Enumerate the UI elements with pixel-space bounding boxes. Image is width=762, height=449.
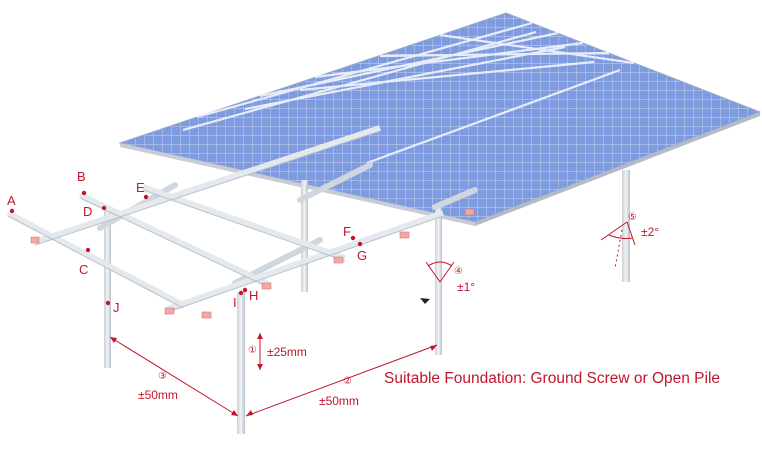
label-g: G	[357, 248, 368, 263]
label-d: D	[83, 204, 93, 219]
tolerance-value-4: ±1°	[457, 280, 476, 294]
label-dots	[9, 190, 363, 306]
label-a: A	[7, 193, 16, 208]
tolerance-value-5: ±2°	[641, 225, 660, 239]
tolerance-marker-2: ②	[343, 376, 352, 387]
rail-end-caps	[30, 208, 475, 319]
tolerance-value-2: ±50mm	[319, 394, 359, 408]
label-e: E	[136, 180, 145, 195]
label-i: I	[233, 295, 237, 310]
label-f: F	[343, 224, 351, 239]
label-h: H	[249, 288, 259, 303]
label-c: C	[79, 262, 89, 277]
tolerance-marker-5: ⑤	[628, 212, 637, 223]
dimension-lines	[109, 221, 636, 417]
foundation-caption: Suitable Foundation: Ground Screw or Ope…	[384, 370, 721, 387]
label-j: J	[113, 300, 120, 315]
purlins	[6, 125, 444, 313]
tolerance-marker-1: ①	[248, 345, 257, 356]
tolerance-marker-3: ③	[158, 371, 167, 382]
solar-panel-array	[118, 12, 762, 226]
tolerance-value-1: ±25mm	[267, 345, 307, 359]
tolerance-value-3: ±50mm	[138, 388, 178, 402]
label-b: B	[77, 169, 86, 184]
tolerance-marker-4: ④	[454, 266, 463, 277]
